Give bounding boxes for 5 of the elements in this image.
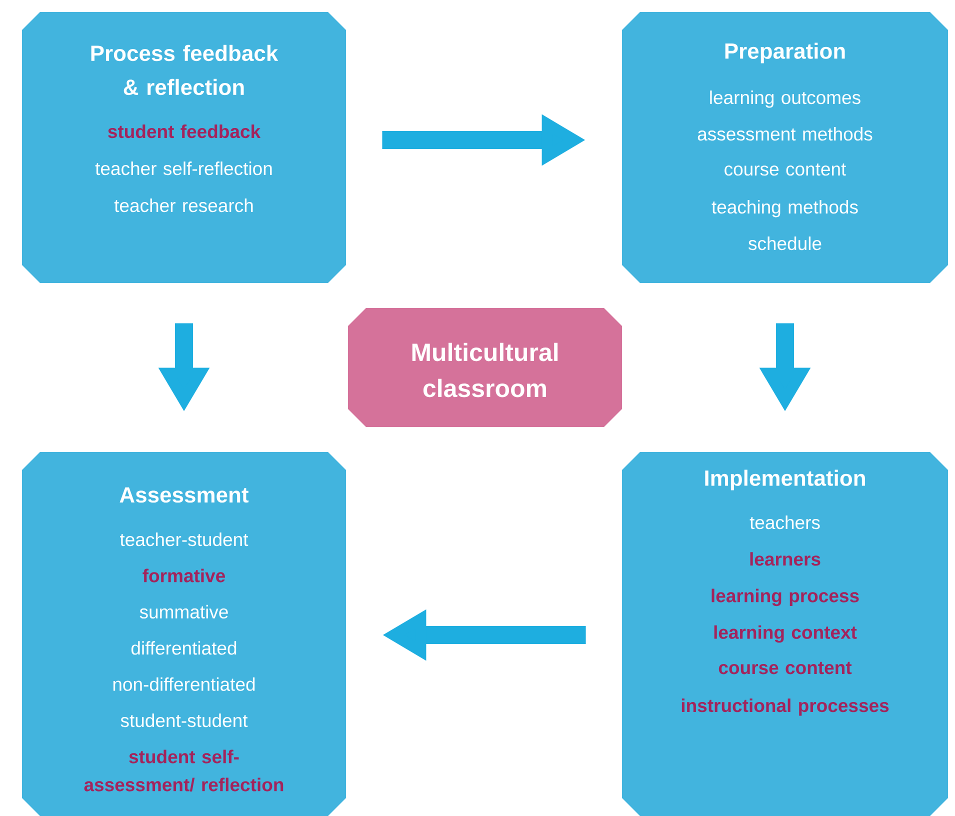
stage-box: Implementation teachers learners learning process learning context course content instructional processes xyxy=(622,452,948,816)
stage-box: Preparation learning outcomes assessment methods course content teaching methods schedule xyxy=(622,12,948,283)
title-box: Multicultural classroom xyxy=(348,308,622,427)
stage-box: Process feedback & reflection student feedback teacher self-reflection teacher research xyxy=(22,12,346,283)
stage-box: Assessment teacher-student formative summative differentiated non-differentiated student-student student self-assessment/ reflection xyxy=(22,452,346,816)
